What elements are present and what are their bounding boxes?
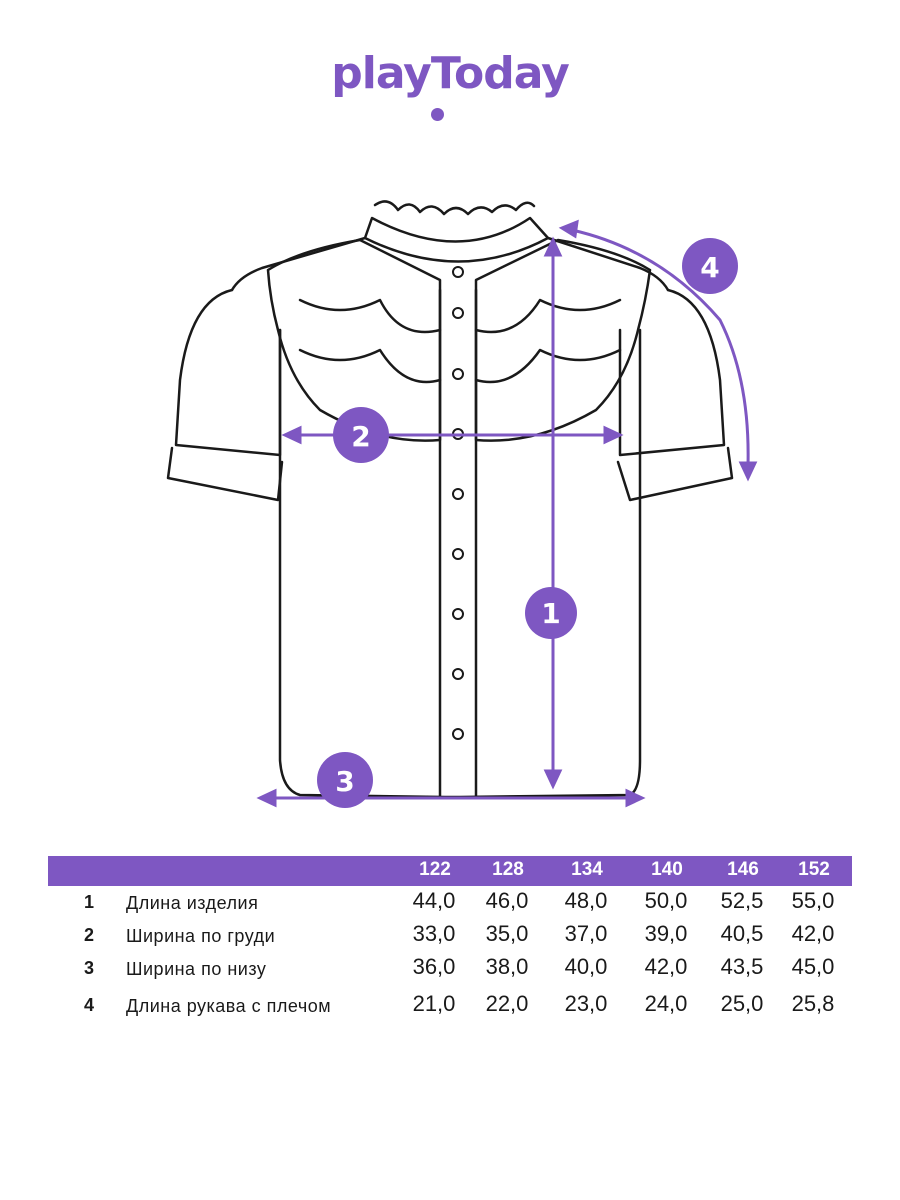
cell-value: 40,5	[720, 921, 764, 946]
button	[452, 266, 464, 278]
collar-ruffle	[373, 200, 536, 216]
cell-value: 42,0	[791, 921, 835, 946]
size-header: 152	[798, 859, 830, 880]
size-table: 122 128 134 140 146 152 1 Длина изделия …	[48, 856, 852, 1022]
button	[452, 488, 464, 500]
row-number: 3	[84, 958, 95, 978]
shoulder-right	[546, 236, 670, 292]
row-number: 2	[84, 925, 95, 945]
cell-value: 43,5	[720, 954, 764, 979]
measurement-row-sleeve: 4 Длина рукава с плечом 21,0 22,0 23,0 2…	[48, 989, 852, 1022]
cuff-left	[166, 446, 284, 502]
collar	[363, 216, 550, 263]
cell-value: 37,0	[564, 921, 608, 946]
cell-value: 24,0	[644, 991, 688, 1016]
cell-value: 21,0	[412, 991, 456, 1016]
size-header: 146	[727, 859, 759, 880]
marker-3-icon: 3	[317, 752, 373, 808]
cell-value: 40,0	[564, 954, 608, 979]
cell-value: 44,0	[412, 888, 456, 913]
button	[452, 728, 464, 740]
row-label: Ширина по низу	[126, 959, 267, 979]
button	[452, 307, 464, 319]
cell-value: 22,0	[485, 991, 529, 1016]
sleeve-left	[174, 288, 282, 457]
size-header: 140	[651, 859, 683, 880]
marker-4-label: 4	[700, 251, 719, 284]
sleeve-right	[618, 288, 726, 457]
blouse-body	[278, 328, 642, 799]
button	[452, 548, 464, 560]
size-header: 128	[492, 859, 524, 880]
marker-3-label: 3	[335, 765, 354, 798]
cell-value: 23,0	[564, 991, 608, 1016]
blouse-technical-drawing: 1 2 3 4	[166, 200, 758, 808]
cell-value: 36,0	[412, 954, 456, 979]
row-number: 4	[84, 995, 95, 1015]
cell-value: 35,0	[485, 921, 529, 946]
size-header: 122	[419, 859, 451, 880]
cuff-right	[616, 446, 734, 502]
cell-value: 42,0	[644, 954, 688, 979]
size-header-row: 122 128 134 140 146 152	[48, 856, 852, 886]
marker-1-icon: 1	[525, 587, 577, 639]
cell-value: 38,0	[485, 954, 529, 979]
marker-2-icon: 2	[333, 407, 389, 463]
row-label: Длина рукава с плечом	[126, 996, 332, 1016]
measurement-row-length: 1 Длина изделия 44,0 46,0 48,0 50,0 52,5…	[48, 886, 852, 919]
size-header: 134	[571, 859, 603, 880]
logo-text: playToday	[331, 48, 570, 99]
measurement-row-chest: 2 Ширина по груди 33,0 35,0 37,0 39,0 40…	[48, 919, 852, 952]
cell-value: 50,0	[644, 888, 688, 913]
marker-4-icon: 4	[682, 238, 738, 294]
logo-dot	[431, 108, 444, 121]
shoulder-left	[230, 236, 367, 292]
marker-1-label: 1	[541, 597, 560, 630]
row-label: Длина изделия	[126, 893, 259, 913]
button	[452, 668, 464, 680]
cell-value: 25,8	[791, 991, 835, 1016]
placket	[438, 288, 478, 799]
ruffle-right	[474, 238, 652, 442]
brand-logo: playToday	[0, 48, 900, 99]
button	[452, 368, 464, 380]
row-number: 1	[84, 892, 95, 912]
cell-value: 48,0	[564, 888, 608, 913]
cell-value: 39,0	[644, 921, 688, 946]
button	[452, 608, 464, 620]
cell-value: 25,0	[720, 991, 764, 1016]
cell-value: 45,0	[791, 954, 835, 979]
cell-value: 33,0	[412, 921, 456, 946]
cell-value: 46,0	[485, 888, 529, 913]
row-label: Ширина по груди	[126, 926, 276, 946]
marker-2-label: 2	[351, 420, 370, 453]
cell-value: 55,0	[791, 888, 835, 913]
measurement-row-hem: 3 Ширина по низу 36,0 38,0 40,0 42,0 43,…	[48, 952, 852, 985]
sleeve-arrow	[571, 228, 750, 466]
cell-value: 52,5	[720, 888, 764, 913]
